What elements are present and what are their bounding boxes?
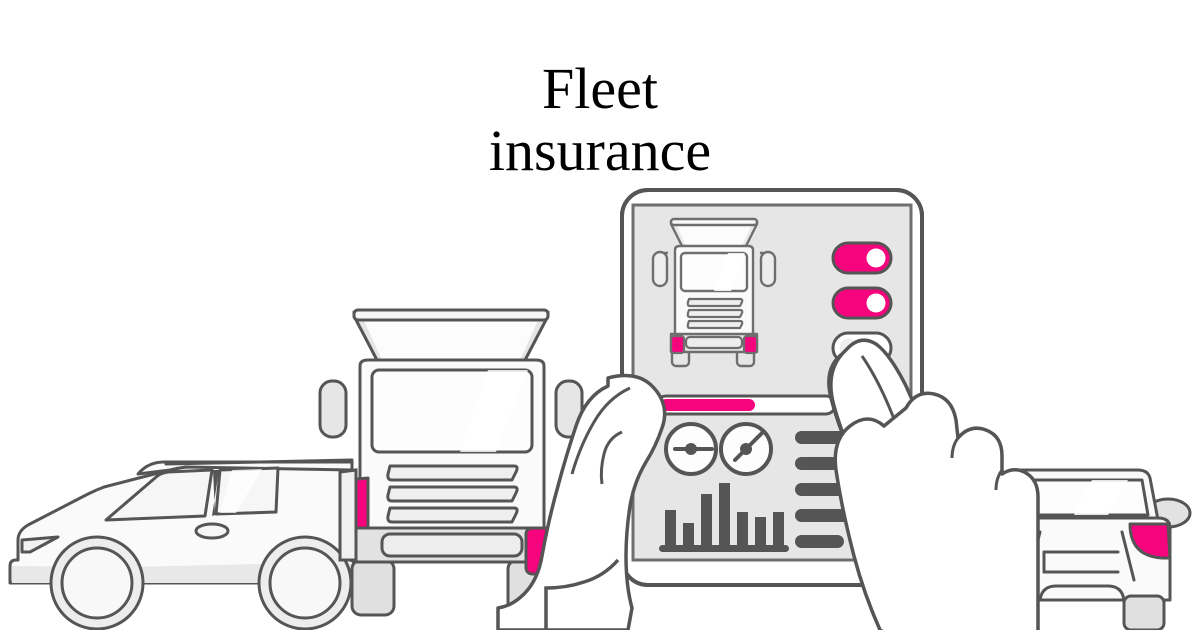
van-wheel-rear: [257, 535, 353, 630]
chart-bar-7: [773, 512, 784, 546]
car-headlight-right: [1128, 522, 1172, 560]
gauge-1: [664, 422, 718, 476]
screen-truck-headlight-right: [742, 334, 759, 355]
vehicle-truck-center: [318, 308, 584, 617]
chart-bar-2: [683, 523, 694, 546]
screen-truck-illustration: [651, 217, 777, 368]
chart-bar-1: [665, 510, 676, 546]
progress-bar[interactable]: [655, 394, 837, 416]
vehicle-van-left: [8, 458, 354, 630]
right-hand: [829, 338, 1040, 630]
van-wheel-front: [49, 535, 145, 630]
chart-bar-4: [719, 483, 730, 546]
chart-bar-5: [737, 512, 748, 546]
toggle-1-knob: [866, 248, 886, 268]
toggle-2[interactable]: [831, 286, 893, 320]
toggle-1[interactable]: [831, 241, 893, 275]
text-bar-5: [795, 535, 844, 548]
chart-bar-6: [755, 517, 766, 546]
chart-bar-3: [701, 494, 712, 546]
chart-baseline: [659, 545, 789, 552]
left-hand: [496, 373, 667, 630]
toggle-2-knob: [866, 293, 886, 313]
gauge-2: [719, 422, 773, 476]
screen-truck-headlight-left: [669, 334, 686, 355]
progress-bar-fill: [660, 399, 755, 411]
screen-bar-chart: [659, 483, 789, 552]
